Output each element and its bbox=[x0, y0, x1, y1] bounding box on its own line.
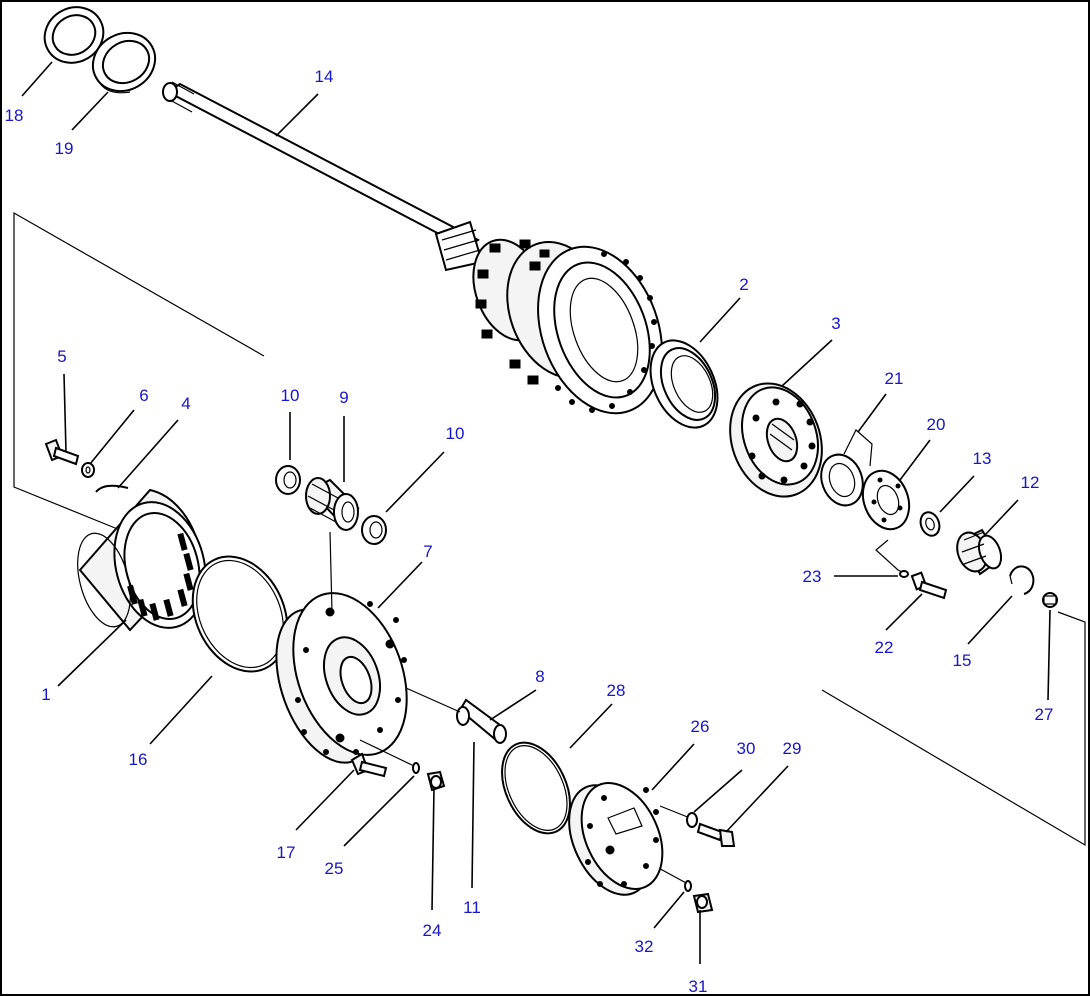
part-24-plug bbox=[426, 770, 446, 792]
part-2-ring-gear-hub bbox=[472, 238, 663, 415]
callout-21: 21 bbox=[885, 369, 904, 388]
callout-7: 7 bbox=[423, 542, 432, 561]
part-23-lock-wire bbox=[875, 539, 909, 578]
part-31-plug bbox=[692, 892, 714, 914]
callout-22: 22 bbox=[875, 638, 894, 657]
part-1-ring-gear bbox=[77, 488, 207, 632]
assembly-bracket-right bbox=[821, 611, 1086, 847]
callout-27: 27 bbox=[1035, 705, 1054, 724]
callout-12: 12 bbox=[1021, 473, 1040, 492]
part-3-hub-flange bbox=[729, 382, 823, 498]
part-14-axle-shaft bbox=[162, 81, 484, 272]
part-19-bearing-cup bbox=[91, 31, 157, 94]
callout-2: 2 bbox=[739, 275, 748, 294]
leader-lines bbox=[21, 61, 1051, 964]
part-7-planet-carrier bbox=[275, 592, 408, 764]
callout-15: 15 bbox=[953, 651, 972, 670]
callout-18: 18 bbox=[5, 106, 24, 125]
callout-20: 20 bbox=[927, 415, 946, 434]
callout-25: 25 bbox=[325, 859, 344, 878]
part-18-snap-ring bbox=[43, 6, 105, 64]
axis-line-washer bbox=[659, 805, 691, 819]
part-22-bolt bbox=[910, 571, 948, 600]
callout-5: 5 bbox=[57, 347, 66, 366]
callout-4: 4 bbox=[181, 394, 190, 413]
callout-29: 29 bbox=[783, 739, 802, 758]
part-5-bolt bbox=[44, 438, 80, 466]
part-6-lock-washer bbox=[81, 462, 95, 478]
part-20-retaining-plate bbox=[861, 469, 911, 531]
part-21-lock-plate bbox=[820, 429, 873, 507]
callout-10-right: 10 bbox=[446, 424, 465, 443]
part-10-thrust-washer-right bbox=[361, 515, 387, 545]
part-8-planet-shaft bbox=[456, 698, 507, 744]
assembly-bracket-left bbox=[13, 211, 265, 531]
callout-28: 28 bbox=[607, 681, 626, 700]
part-27-plug bbox=[1042, 592, 1058, 608]
part-2-bearing-cone bbox=[649, 339, 719, 429]
callout-9: 9 bbox=[339, 388, 348, 407]
part-12-sun-gear bbox=[956, 528, 1003, 576]
callout-6: 6 bbox=[139, 386, 148, 405]
callout-8: 8 bbox=[535, 667, 544, 686]
callout-13: 13 bbox=[973, 449, 992, 468]
callout-3: 3 bbox=[831, 314, 840, 333]
axis-line-carrier bbox=[405, 687, 461, 713]
callout-31: 31 bbox=[689, 977, 708, 996]
part-29-bolt bbox=[696, 822, 736, 847]
part-26-cover bbox=[568, 782, 664, 896]
part-15-snap-ring bbox=[1009, 565, 1035, 595]
part-16-o-ring bbox=[191, 555, 289, 673]
part-32-pin bbox=[684, 880, 692, 892]
callout-19: 19 bbox=[55, 139, 74, 158]
callout-10-left: 10 bbox=[281, 386, 300, 405]
callout-labels: 18 19 14 2 3 21 20 13 12 5 6 4 10 9 10 7… bbox=[5, 67, 1054, 996]
part-30-washer bbox=[686, 812, 698, 828]
part-4-key bbox=[95, 484, 129, 493]
callout-17: 17 bbox=[277, 843, 296, 862]
part-25-pin bbox=[412, 762, 420, 774]
part-13-washer bbox=[919, 511, 941, 537]
callout-16: 16 bbox=[129, 750, 148, 769]
part-10-thrust-washer-left bbox=[275, 465, 301, 495]
callout-32: 32 bbox=[635, 937, 654, 956]
part-9-planet-gear bbox=[305, 477, 360, 531]
part-28-o-ring bbox=[501, 741, 571, 835]
axis-line-planet bbox=[329, 531, 333, 613]
callout-26: 26 bbox=[691, 717, 710, 736]
part-17-bolt bbox=[350, 752, 388, 778]
callout-30: 30 bbox=[737, 739, 756, 758]
callout-1: 1 bbox=[41, 685, 50, 704]
callout-14: 14 bbox=[315, 67, 334, 86]
callout-11: 11 bbox=[463, 898, 481, 917]
axis-line-pin bbox=[359, 739, 415, 767]
callout-23: 23 bbox=[803, 567, 822, 586]
callout-24: 24 bbox=[423, 921, 442, 940]
